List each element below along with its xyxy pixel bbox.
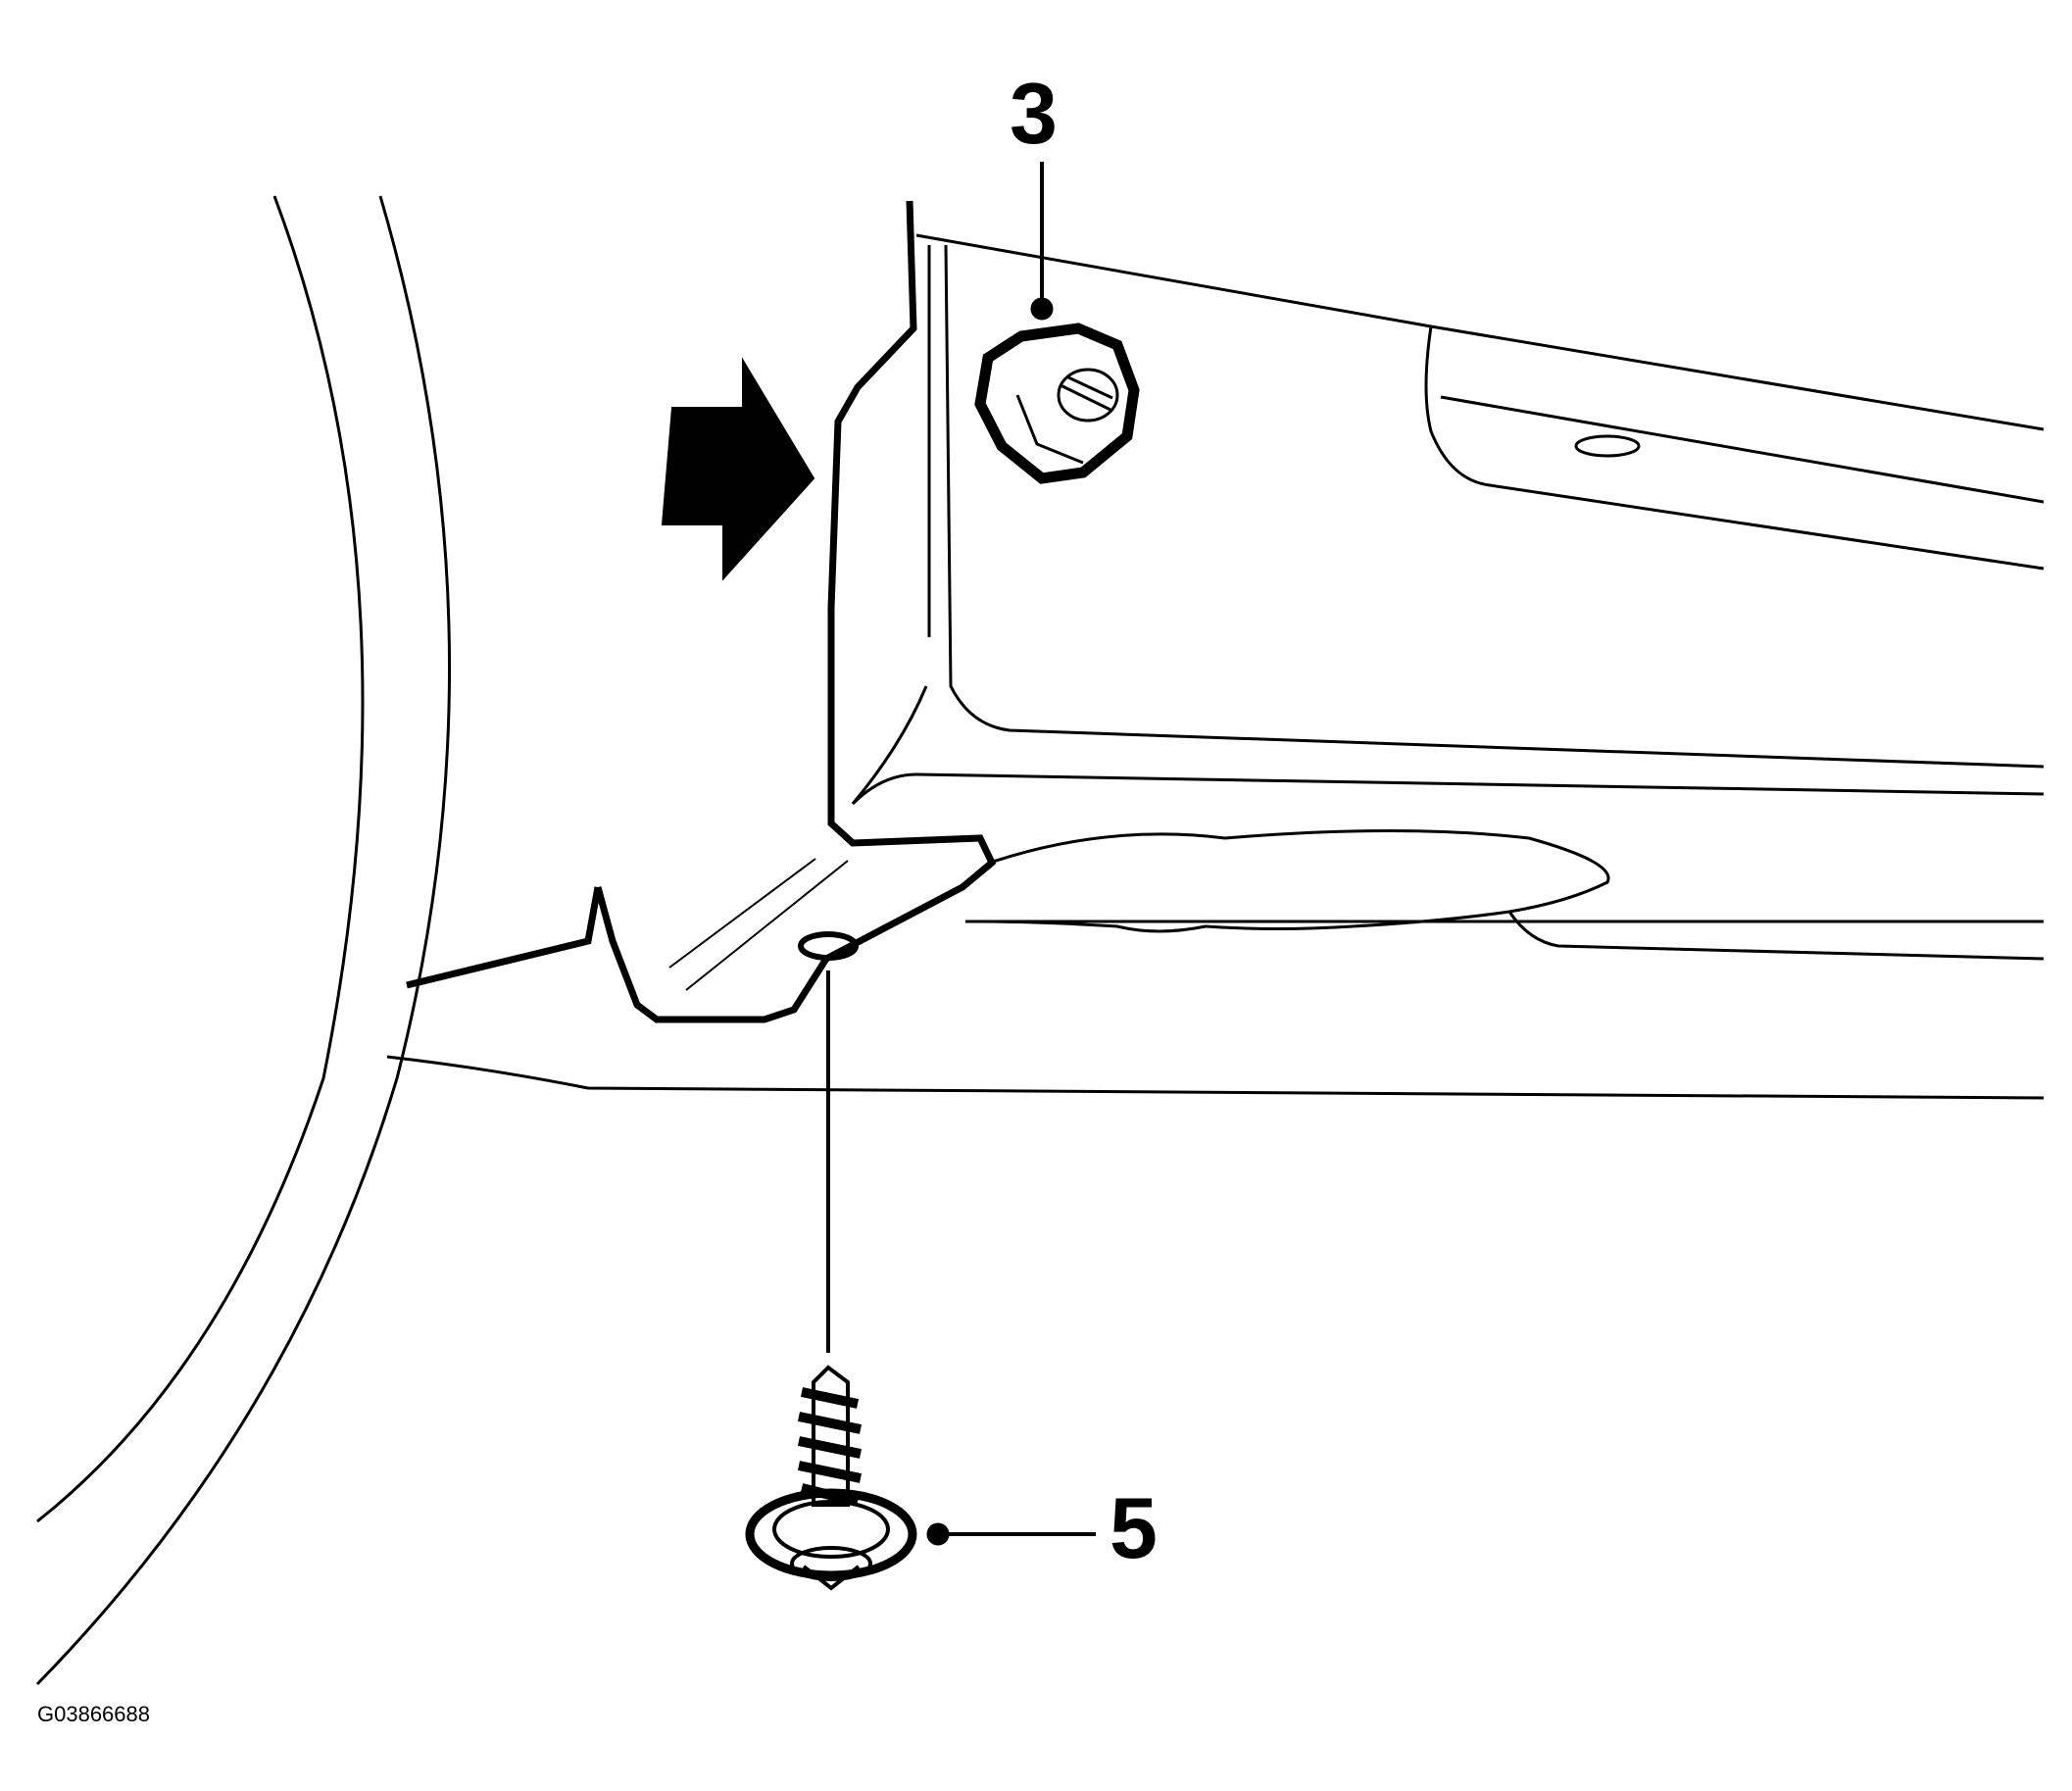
underbody [386, 829, 2045, 1100]
bracket [406, 200, 2045, 1023]
direction-arrow-icon [661, 357, 815, 581]
screw-icon [745, 1365, 917, 1591]
mounting-hole [798, 931, 859, 961]
callout-label-screw: 5 [1110, 1479, 1158, 1576]
wheel-arch [35, 195, 451, 1686]
leader-lines [826, 162, 1096, 1546]
callout-label-nut: 3 [1010, 65, 1058, 162]
hex-nut-icon [974, 323, 1140, 484]
figure-id: G03866688 [37, 1702, 150, 1726]
sill-panel [915, 233, 2045, 571]
